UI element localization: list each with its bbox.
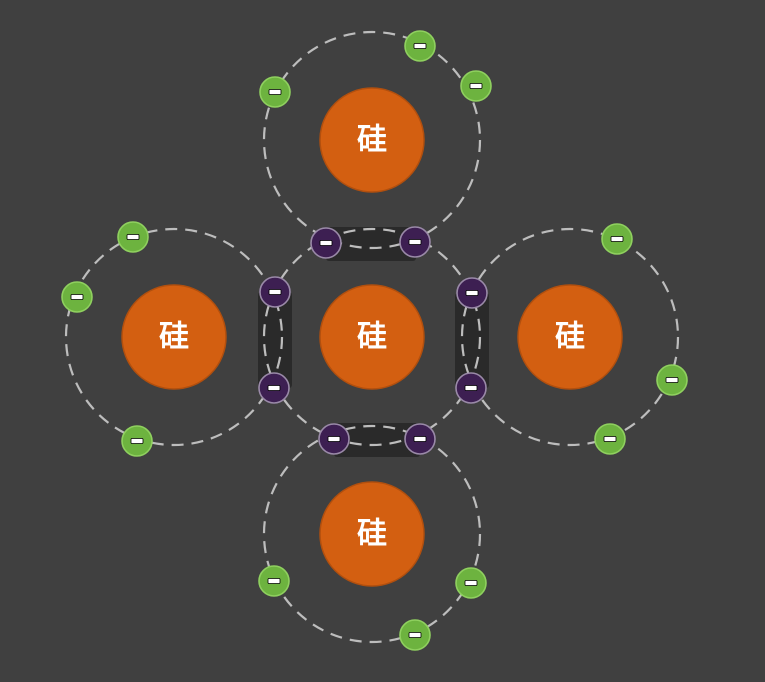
minus-sign-icon (665, 377, 679, 383)
covalent-bond-electron (399, 226, 431, 258)
minus-sign-icon (408, 239, 422, 245)
silicon-atom-left: 硅 (121, 284, 227, 390)
minus-sign-icon (469, 83, 483, 89)
silicon-atom-bottom: 硅 (319, 481, 425, 587)
minus-sign-icon (130, 438, 144, 444)
minus-sign-icon (126, 234, 140, 240)
electrons (61, 30, 688, 651)
minus-sign-icon (413, 436, 427, 442)
silicon-atom-top: 硅 (319, 87, 425, 193)
atom-label: 硅 (357, 517, 387, 552)
minus-sign-icon (268, 89, 282, 95)
valence-electron (594, 423, 626, 455)
minus-sign-icon (610, 236, 624, 242)
covalent-bond-electron (259, 276, 291, 308)
atom-label: 硅 (357, 320, 387, 355)
bond-band-right (455, 293, 489, 388)
atom-label: 硅 (555, 320, 585, 355)
valence-electron (460, 70, 492, 102)
orbit-top (262, 30, 482, 250)
silicon-atom-right: 硅 (517, 284, 623, 390)
valence-electron (258, 565, 290, 597)
orbit-right (460, 227, 680, 447)
nucleus (319, 87, 425, 193)
covalent-bond-electron (456, 277, 488, 309)
orbit-left (64, 227, 284, 447)
valence-electron (656, 364, 688, 396)
orbit-bottom (262, 424, 482, 644)
covalent-bond-electron (318, 423, 350, 455)
covalent-bond-electron (455, 372, 487, 404)
minus-sign-icon (319, 240, 333, 246)
valence-electron (117, 221, 149, 253)
valence-electron (399, 619, 431, 651)
minus-sign-icon (70, 294, 84, 300)
nucleus (517, 284, 623, 390)
minus-sign-icon (267, 385, 281, 391)
atom-label: 硅 (159, 320, 189, 355)
valence-electron (455, 567, 487, 599)
valence-electron (259, 76, 291, 108)
valence-electron (601, 223, 633, 255)
covalent-bonds (258, 227, 489, 457)
minus-sign-icon (327, 436, 341, 442)
electron-orbits (64, 30, 680, 644)
atom-label: 硅 (357, 123, 387, 158)
nucleus (121, 284, 227, 390)
minus-sign-icon (603, 436, 617, 442)
minus-sign-icon (465, 290, 479, 296)
nucleus (319, 284, 425, 390)
silicon-atom-center: 硅 (319, 284, 425, 390)
minus-sign-icon (408, 632, 422, 638)
minus-sign-icon (268, 289, 282, 295)
minus-sign-icon (464, 385, 478, 391)
minus-sign-icon (413, 43, 427, 49)
nucleus (319, 481, 425, 587)
bond-band-top (326, 227, 416, 261)
bond-band-bottom (334, 423, 420, 457)
minus-sign-icon (464, 580, 478, 586)
covalent-bond-electron (404, 423, 436, 455)
valence-electron (404, 30, 436, 62)
covalent-bond-electron (258, 372, 290, 404)
valence-electron (61, 281, 93, 313)
valence-electron (121, 425, 153, 457)
orbit-center (262, 227, 482, 447)
covalent-bond-electron (310, 227, 342, 259)
minus-sign-icon (267, 578, 281, 584)
